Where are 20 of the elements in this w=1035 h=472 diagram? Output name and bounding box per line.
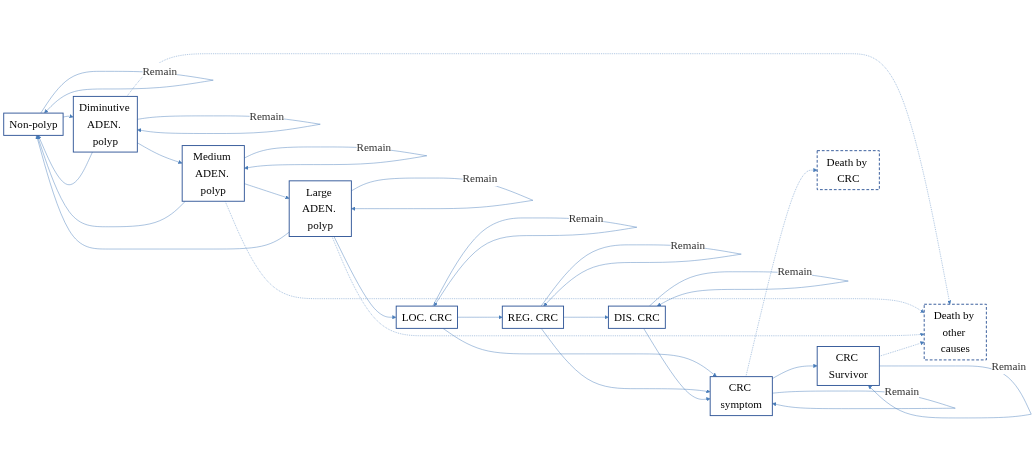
node-box: Diminutive ADEN. polyp [72,96,138,153]
edge-label: Remain [670,239,706,252]
node-box: Large ADEN. polyp [288,180,352,238]
edge-label: Remain [249,110,285,123]
node-box: Non-polyp [3,112,64,136]
edge-label: Remain [568,212,604,225]
node-box: CRC Survivor [816,346,880,387]
edge-label: Remain [777,265,813,278]
edge-label: Remain [462,172,498,185]
node-box: REG. CRC [501,305,565,329]
node-box: CRC symptom [709,376,773,417]
edge-label: Remain [356,141,392,154]
node-box: Death by CRC [816,150,880,191]
edge-label: Remain [884,385,920,398]
node-box: Death by other causes [923,303,987,361]
node-box: DIS. CRC [607,305,666,329]
edge-label: Remain [142,65,178,78]
node-box: LOC. CRC [395,305,458,329]
node-box: Medium ADEN. polyp [181,145,245,202]
edge-label: Remain [991,360,1027,373]
